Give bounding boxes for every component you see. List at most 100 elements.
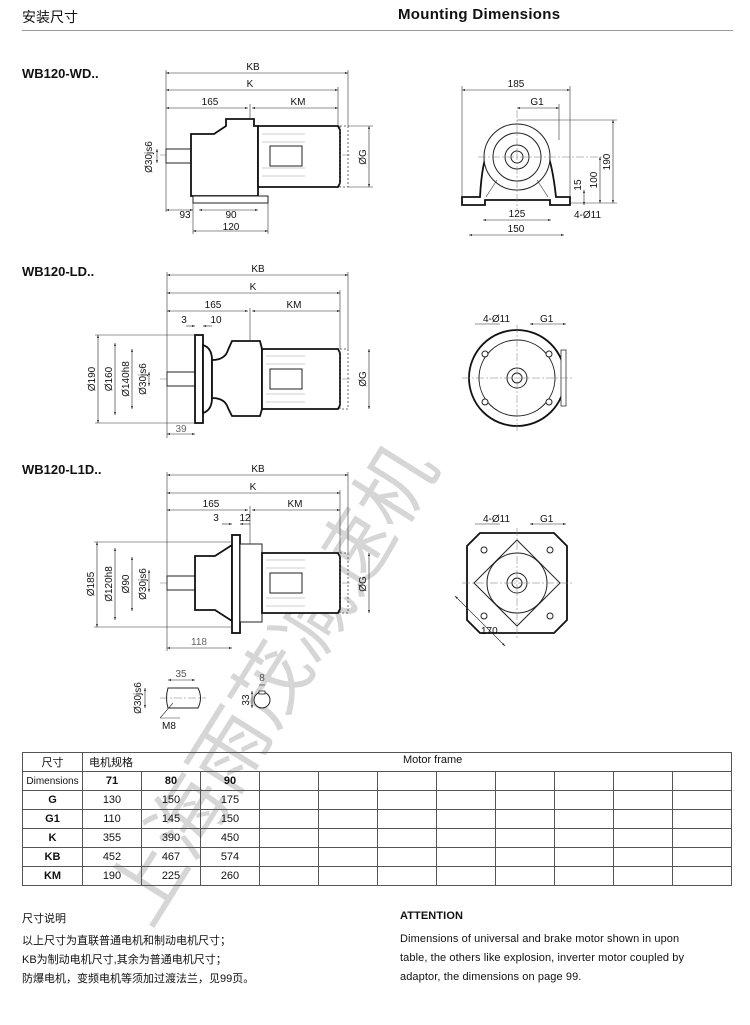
dim-190: 190 xyxy=(602,153,613,170)
dim-shaft: Ø30js6 xyxy=(138,363,149,395)
dim-key: 8 xyxy=(259,673,265,684)
wd-end-view: 185 G1 190 100 15 125 4-Ø11 150 xyxy=(461,79,617,236)
value-cell xyxy=(495,828,555,848)
dim-90: Ø90 xyxy=(121,574,132,593)
value-cell: 145 xyxy=(141,809,201,829)
dim-150: 150 xyxy=(508,224,525,235)
value-cell xyxy=(495,790,555,810)
value-cell xyxy=(613,847,673,867)
notes-cn-title: 尺寸说明 xyxy=(22,913,66,925)
dim-k: K xyxy=(250,482,257,493)
notes-cn-line: 以上尺寸为直联普通电机和制动电机尺寸； xyxy=(22,935,231,947)
dim-120: 120 xyxy=(223,222,240,233)
value-cell xyxy=(318,809,378,829)
l1d-end-view: 4-Ø11 G1 170 xyxy=(454,514,572,647)
corner-cn: 尺寸 xyxy=(22,752,83,772)
frame-cell: 80 xyxy=(141,771,201,791)
dim-35: 35 xyxy=(175,669,187,680)
notes-en-line: adaptor, the dimensions on page 99. xyxy=(400,971,582,983)
dim-3: 3 xyxy=(181,315,187,326)
frame-cell xyxy=(554,771,614,791)
dim-k: K xyxy=(247,79,254,90)
dim-3: 3 xyxy=(213,513,219,524)
dim-holes: 4-Ø11 xyxy=(483,314,510,325)
wd-side-view: KB K 165 KM Ø30js6 ØG 93 90 120 xyxy=(144,62,373,234)
value-cell: 574 xyxy=(200,847,260,867)
value-cell xyxy=(613,809,673,829)
value-cell xyxy=(672,809,732,829)
value-cell xyxy=(436,828,496,848)
value-cell xyxy=(377,847,437,867)
dim-holes: 4-Ø11 xyxy=(483,514,510,525)
header-title-cn: 安装尺寸 xyxy=(22,9,78,25)
dim-g1: G1 xyxy=(540,314,554,325)
dim-90: 90 xyxy=(225,210,237,221)
value-cell: 190 xyxy=(82,866,142,886)
corner-en: Dimensions xyxy=(22,771,83,791)
frame-cell: 71 xyxy=(82,771,142,791)
value-cell xyxy=(672,828,732,848)
value-cell xyxy=(377,828,437,848)
value-cell: 150 xyxy=(200,809,260,829)
value-cell xyxy=(377,866,437,886)
value-cell: 390 xyxy=(141,828,201,848)
table-header-row: 尺寸 电机规格 Motor frame xyxy=(22,752,732,772)
dim-thread: M8 xyxy=(162,721,176,732)
frame-cell xyxy=(318,771,378,791)
dim-118: 118 xyxy=(191,637,207,648)
value-cell xyxy=(259,866,319,886)
dim-100: 100 xyxy=(589,171,600,188)
dim-kb: KB xyxy=(251,264,265,275)
spec-cn: 电机规格 xyxy=(89,757,133,769)
row-label: KM xyxy=(22,866,83,886)
dim-185: 185 xyxy=(508,79,525,90)
value-cell xyxy=(495,809,555,829)
value-cell xyxy=(672,866,732,886)
dim-shaft: Ø30js6 xyxy=(144,141,155,173)
dim-190: Ø190 xyxy=(87,366,98,391)
frame-cell xyxy=(672,771,732,791)
table-frames-row: Dimensions 71 80 90 xyxy=(22,771,732,791)
dim-140: Ø140h8 xyxy=(121,361,132,397)
value-cell xyxy=(554,828,614,848)
dim-g1: G1 xyxy=(530,97,544,108)
value-cell xyxy=(554,847,614,867)
dim-185: Ø185 xyxy=(86,571,97,596)
value-cell: 450 xyxy=(200,828,260,848)
row-label: KB xyxy=(22,847,83,867)
value-cell: 355 xyxy=(82,828,142,848)
value-cell: 130 xyxy=(82,790,142,810)
dim-kb: KB xyxy=(246,62,260,73)
value-cell xyxy=(259,809,319,829)
dim-g: ØG xyxy=(358,371,369,387)
notes-en-line: table, the others like explosion, invert… xyxy=(400,952,685,964)
frame-cell: 90 xyxy=(200,771,260,791)
value-cell xyxy=(259,790,319,810)
frame-cell xyxy=(613,771,673,791)
value-cell xyxy=(259,828,319,848)
value-cell xyxy=(554,866,614,886)
ld-side-view: KB K 165 KM 3 10 Ø190 Ø160 Ø140h8 Ø30js6… xyxy=(87,264,370,438)
frame-cell xyxy=(436,771,496,791)
value-cell xyxy=(259,847,319,867)
dim-39: 39 xyxy=(175,424,187,435)
dimensions-table: 尺寸 电机规格 Motor frame Dimensions 71 80 90 … xyxy=(22,752,732,886)
notes-cn-line: 防爆电机，变频电机等须加过渡法兰，见99页。 xyxy=(22,973,255,985)
value-cell xyxy=(377,790,437,810)
value-cell xyxy=(377,809,437,829)
value-cell xyxy=(495,866,555,886)
value-cell xyxy=(436,790,496,810)
value-cell: 260 xyxy=(200,866,260,886)
value-cell: 150 xyxy=(141,790,201,810)
dim-g1: G1 xyxy=(540,514,554,525)
dim-g: ØG xyxy=(358,576,369,592)
header-title-en: Mounting Dimensions xyxy=(398,6,561,23)
value-cell xyxy=(436,866,496,886)
model-title-wd: WB120-WD.. xyxy=(22,66,99,81)
row-label: G1 xyxy=(22,809,83,829)
